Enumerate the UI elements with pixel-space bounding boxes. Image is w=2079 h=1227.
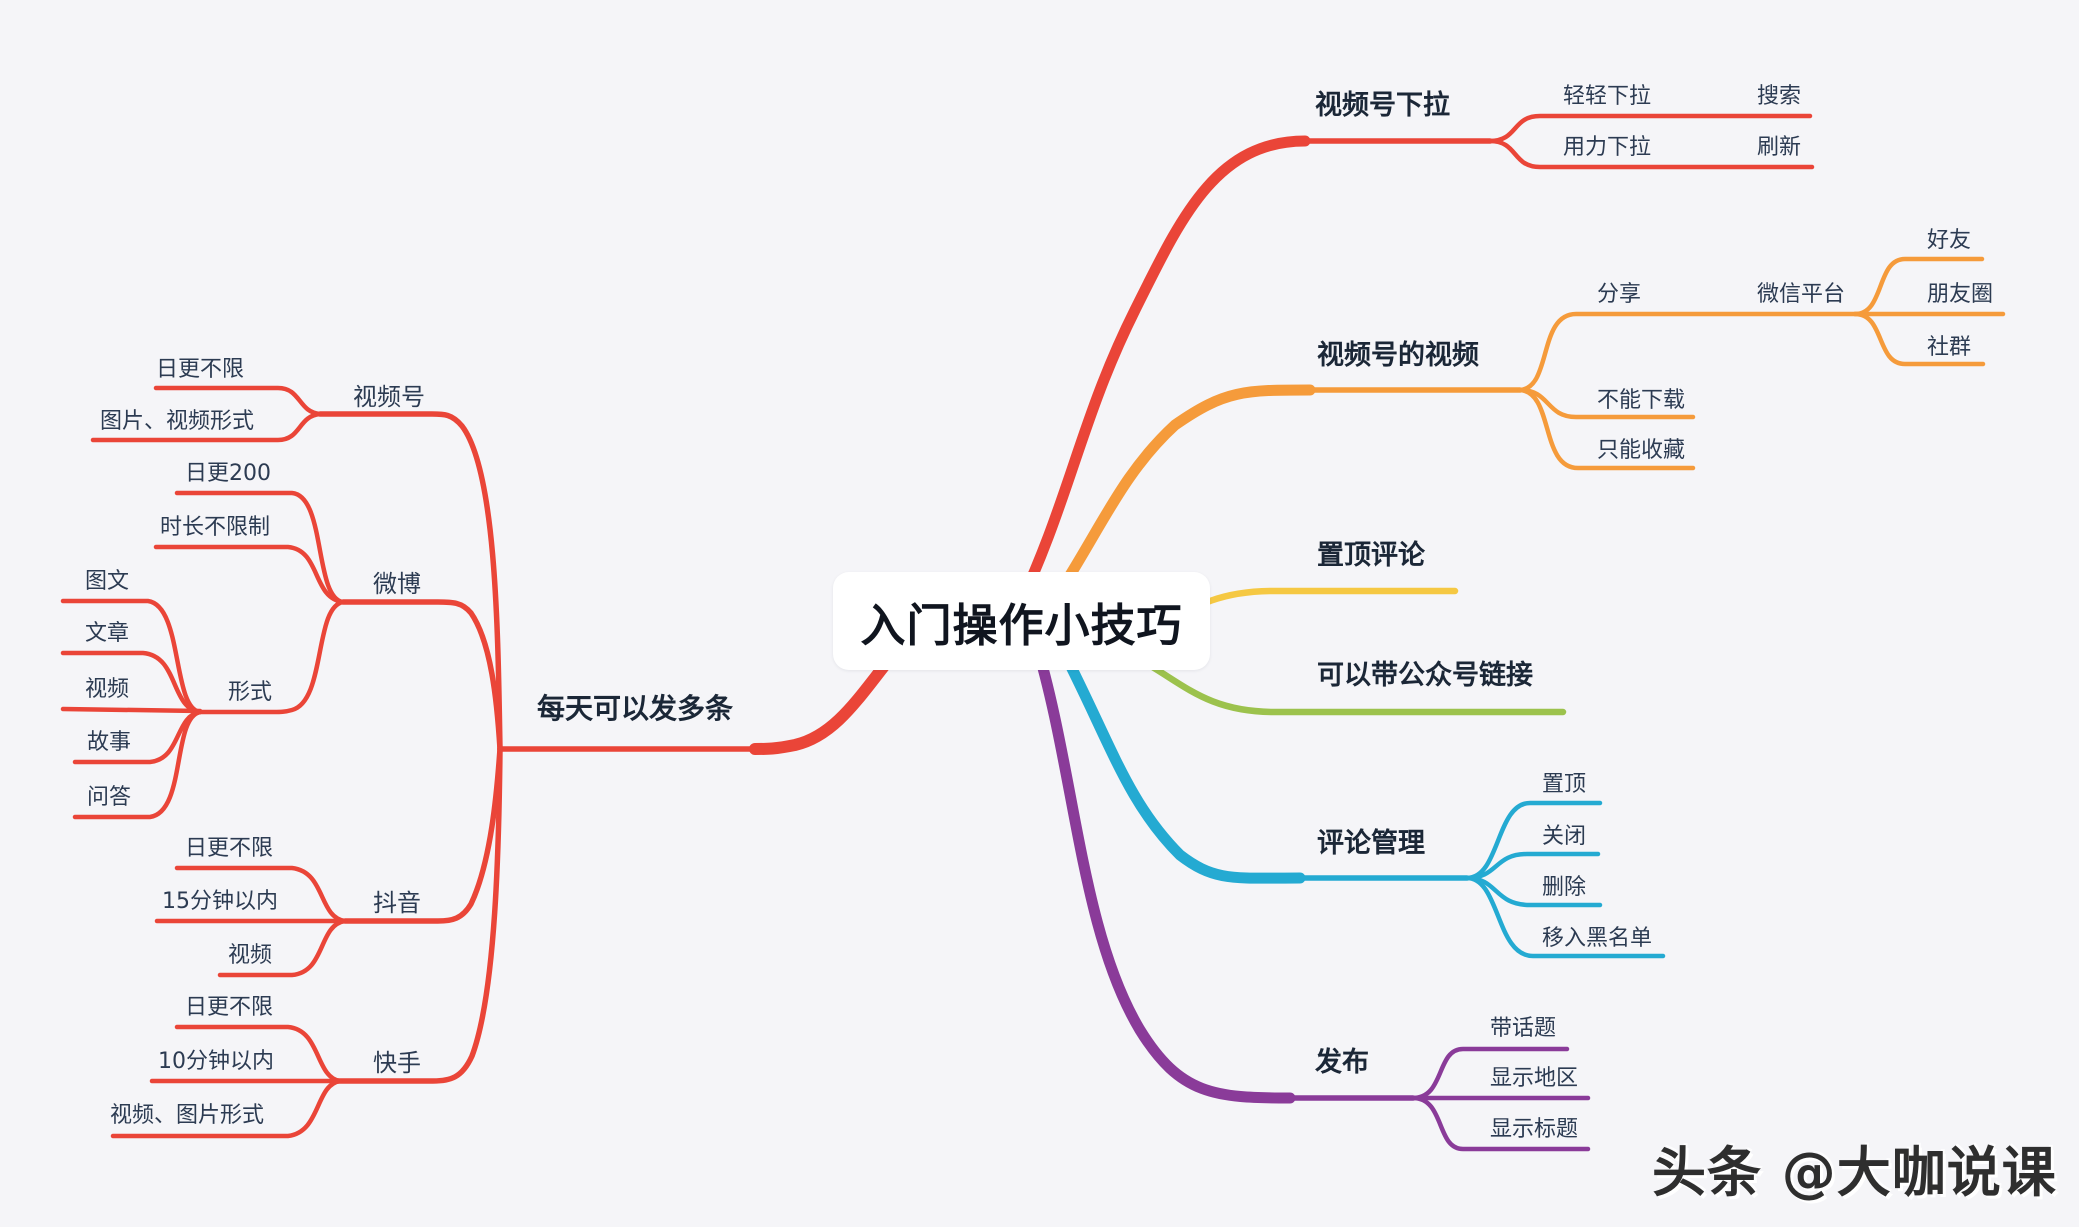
node-video-weibo[interactable]: 视频 <box>85 677 130 702</box>
node-video-account-pulldown[interactable]: 视频号下拉 <box>1315 90 1450 121</box>
node-weibo[interactable]: 微博 <box>373 570 421 598</box>
node-close[interactable]: 关闭 <box>1542 824 1587 849</box>
node-cannot-download[interactable]: 不能下载 <box>1597 388 1686 413</box>
node-video-douyin[interactable]: 视频 <box>228 943 273 968</box>
node-picture-video-format[interactable]: 图片、视频形式 <box>100 409 255 434</box>
node-douyin[interactable]: 抖音 <box>373 889 421 917</box>
node-moments[interactable]: 朋友圈 <box>1927 282 1994 307</box>
node-community[interactable]: 社群 <box>1927 335 1972 360</box>
node-daily-unlimited-dy[interactable]: 日更不限 <box>185 836 274 861</box>
node-daily-200[interactable]: 日更200 <box>185 461 271 486</box>
left-branch-curves <box>60 385 903 1139</box>
node-pin-comment[interactable]: 置顶评论 <box>1317 540 1425 571</box>
node-publish[interactable]: 发布 <box>1315 1047 1369 1078</box>
node-video-account-videos[interactable]: 视频号的视频 <box>1317 340 1479 371</box>
node-within-10min[interactable]: 10分钟以内 <box>158 1049 274 1074</box>
node-gentle-pulldown[interactable]: 轻轻下拉 <box>1563 84 1652 109</box>
watermark: 头条 @大咖说课 <box>1652 1141 2057 1204</box>
node-story[interactable]: 故事 <box>87 730 132 755</box>
branch-videos-curves <box>1034 256 2006 626</box>
node-show-title[interactable]: 显示标题 <box>1490 1117 1579 1142</box>
node-with-topic[interactable]: 带话题 <box>1490 1016 1557 1041</box>
node-share[interactable]: 分享 <box>1597 282 1642 307</box>
central-topic-label: 入门操作小技巧 <box>860 598 1183 652</box>
node-show-region[interactable]: 显示地区 <box>1490 1066 1579 1091</box>
node-format[interactable]: 形式 <box>228 680 273 705</box>
node-search[interactable]: 搜索 <box>1757 84 1802 109</box>
branch-pulldown-curves <box>1009 113 1815 621</box>
node-post-multiple-daily[interactable]: 每天可以发多条 <box>537 692 734 725</box>
node-friends[interactable]: 好友 <box>1927 228 1972 253</box>
node-only-favorite[interactable]: 只能收藏 <box>1597 438 1686 463</box>
node-blacklist[interactable]: 移入黑名单 <box>1542 926 1653 951</box>
node-delete[interactable]: 删除 <box>1542 875 1587 900</box>
central-topic[interactable]: 入门操作小技巧 <box>833 572 1210 670</box>
node-within-15min[interactable]: 15分钟以内 <box>162 889 278 914</box>
node-kuaishou[interactable]: 快手 <box>373 1049 421 1077</box>
node-wechat-platform[interactable]: 微信平台 <box>1757 282 1846 307</box>
node-refresh[interactable]: 刷新 <box>1757 135 1802 160</box>
node-comment-management[interactable]: 评论管理 <box>1317 828 1425 859</box>
branch-publish-curves <box>1029 634 1591 1152</box>
branch-comment-mgmt-curves <box>1049 629 1666 959</box>
node-official-account-link[interactable]: 可以带公众号链接 <box>1317 660 1533 691</box>
node-qa[interactable]: 问答 <box>87 785 132 810</box>
node-video-account[interactable]: 视频号 <box>353 383 425 411</box>
node-duration-unlimited[interactable]: 时长不限制 <box>160 515 271 540</box>
node-hard-pulldown[interactable]: 用力下拉 <box>1563 135 1652 160</box>
node-pin[interactable]: 置顶 <box>1542 772 1587 797</box>
node-image-text[interactable]: 图文 <box>85 569 130 594</box>
node-daily-unlimited-ks[interactable]: 日更不限 <box>185 995 274 1020</box>
node-daily-unlimited-va[interactable]: 日更不限 <box>156 357 245 382</box>
node-article[interactable]: 文章 <box>85 621 130 646</box>
node-video-picture-format[interactable]: 视频、图片形式 <box>110 1103 265 1128</box>
